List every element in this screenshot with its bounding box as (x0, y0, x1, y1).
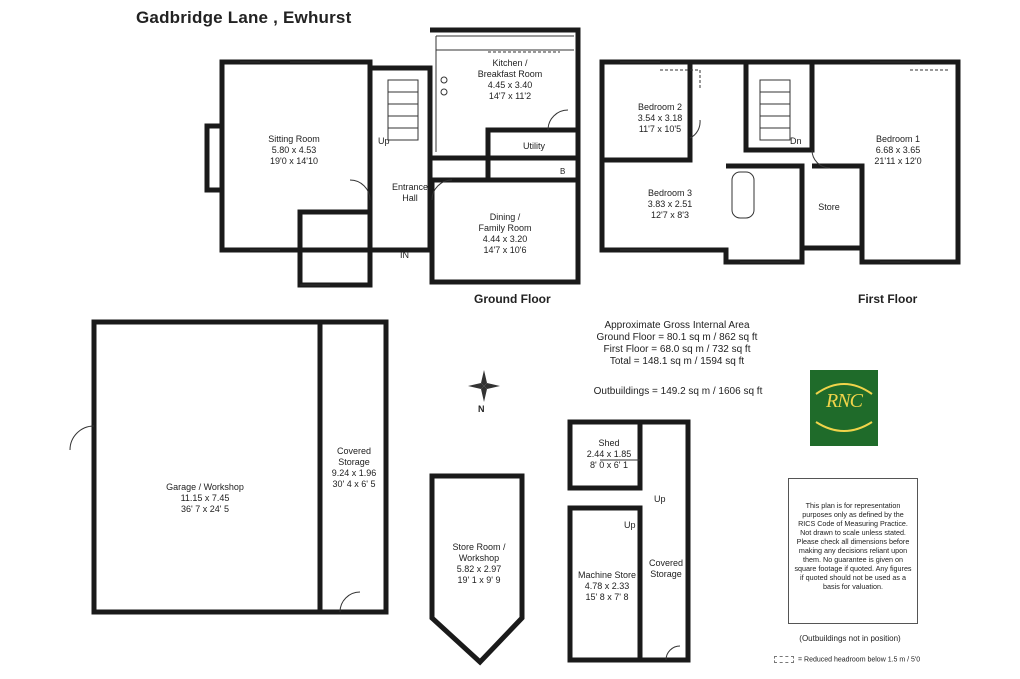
room-imperial: 19' 1 x 9' 9 (457, 575, 501, 585)
room-metric: 11.15 x 7.45 (180, 493, 230, 503)
room-imperial: 8' 0 x 6' 1 (590, 460, 628, 470)
room-metric: 5.82 x 2.97 (456, 564, 502, 574)
entrance-walls (370, 65, 433, 253)
plan-title: Gadbridge Lane , Ewhurst (136, 8, 352, 27)
room-imperial: 14'7 x 11'2 (488, 91, 532, 101)
room-storeroom: Store Room / Workshop 5.82 x 2.97 19' 1 … (446, 542, 512, 586)
room-entrance: Entrance Hall (384, 182, 436, 204)
room-covered-storage-2: Covered Storage (644, 558, 688, 580)
room-garage: Garage / Workshop 11.15 x 7.45 36' 7 x 2… (150, 482, 260, 515)
ground-floor-label: Ground Floor (474, 292, 551, 306)
stairs-up-label-2: Up (654, 494, 666, 504)
room-name: Sitting Room (268, 134, 320, 144)
room-name: Bedroom 1 (875, 134, 921, 144)
area-heading: Approximate Gross Internal Area (604, 320, 750, 331)
bathtub (731, 171, 755, 219)
room-sitting: Sitting Room 5.80 x 4.53 19'0 x 14'10 (262, 134, 326, 167)
first-floor-label: First Floor (858, 292, 918, 306)
stairs-up-label: Up (378, 136, 390, 146)
room-name: Dining / (489, 212, 521, 222)
dining-walls (429, 177, 581, 285)
room-store: Store (818, 202, 840, 212)
room-metric: 2.44 x 1.85 (586, 449, 632, 459)
area-summary: Approximate Gross Internal Area Ground F… (574, 320, 780, 368)
bath-walls (726, 163, 805, 250)
room-metric: 5.80 x 4.53 (271, 145, 317, 155)
room-name: Garage / Workshop (166, 482, 244, 492)
room-bed3: Bedroom 3 3.83 x 2.51 12'7 x 8'3 (640, 188, 700, 221)
landing-walls (743, 62, 815, 153)
room-name: Store Room / (452, 542, 506, 552)
storeroom-walls (429, 473, 525, 666)
room-metric: 4.45 x 3.40 (487, 80, 533, 90)
room-imperial: 14'7 x 10'6 (483, 245, 527, 255)
wc-walls (297, 209, 373, 288)
room-name: Machine Store (577, 570, 637, 580)
room-imperial: 21'11 x 12'0 (874, 156, 922, 166)
room-shed: Shed 2.44 x 1.85 8' 0 x 6' 1 (580, 438, 638, 471)
room-name: Bedroom 3 (647, 188, 693, 198)
room-bed1: Bedroom 1 6.68 x 3.65 21'11 x 12'0 (868, 134, 928, 167)
legend-text: = Reduced headroom below 1.5 m / 5'0 (798, 656, 921, 664)
room-imperial: 36' 7 x 24' 5 (181, 504, 229, 514)
garage-walls (91, 319, 389, 615)
room-name-2: Family Room (478, 223, 532, 233)
logo-text: RNC (826, 390, 863, 412)
room-name-2: Storage (338, 457, 370, 467)
agent-logo: RNC (810, 370, 878, 446)
outbuildings-note: (Outbuildings not in position) (799, 634, 901, 643)
room-name: Covered (648, 558, 684, 568)
store-walls (812, 163, 865, 262)
room-covered-storage-1: Covered Storage 9.24 x 1.96 30' 4 x 6' 5 (326, 446, 382, 490)
area-first: First Floor = 68.0 sq m / 732 sq ft (603, 344, 751, 355)
room-name: Shed (598, 438, 620, 448)
room-metric: 3.54 x 3.18 (637, 113, 683, 123)
room-metric: 4.78 x 2.33 (584, 581, 630, 591)
north-label: N (478, 404, 485, 414)
room-kitchen: Kitchen / Breakfast Room 4.45 x 3.40 14'… (470, 58, 550, 102)
staircase-first (759, 79, 791, 141)
room-metric: 9.24 x 1.96 (331, 468, 377, 478)
room-imperial: 19'0 x 14'10 (270, 156, 318, 166)
room-name: Covered (336, 446, 372, 456)
room-metric: 6.68 x 3.65 (875, 145, 921, 155)
room-machine-store: Machine Store 4.78 x 2.33 15' 8 x 7' 8 (576, 570, 638, 603)
room-name: Entrance (391, 182, 429, 192)
kitchen-walls (430, 27, 581, 161)
bed2-walls (602, 62, 693, 163)
room-name-2: Workshop (458, 553, 500, 563)
dashed-box-icon (774, 656, 794, 663)
room-metric: 4.44 x 3.20 (482, 234, 528, 244)
room-name-2: Storage (650, 569, 682, 579)
boiler-label: B (560, 167, 566, 176)
room-imperial: 12'7 x 8'3 (651, 210, 689, 220)
stairs-down-label: Dn (790, 136, 802, 146)
disclaimer-box: This plan is for representation purposes… (788, 478, 918, 624)
room-imperial: 15' 8 x 7' 8 (585, 592, 629, 602)
stairs-up-label-3: Up (624, 520, 636, 530)
compass-rose (468, 370, 500, 402)
shed-walls (567, 419, 643, 491)
room-name-2: Breakfast Room (477, 69, 543, 79)
entrance-in-label: IN (400, 250, 409, 260)
staircase-ground (387, 79, 419, 141)
area-outbuildings: Outbuildings = 149.2 sq m / 1606 sq ft (593, 386, 763, 397)
room-metric: 3.83 x 2.51 (647, 199, 693, 209)
room-imperial: 30' 4 x 6' 5 (332, 479, 376, 489)
headroom-legend: = Reduced headroom below 1.5 m / 5'0 (774, 656, 920, 663)
room-bed2: Bedroom 2 3.54 x 3.18 11'7 x 10'5 (630, 102, 690, 135)
chimney (204, 123, 222, 193)
room-utility: Utility (523, 141, 545, 151)
area-total: Total = 148.1 sq m / 1594 sq ft (609, 356, 745, 367)
room-dining: Dining / Family Room 4.44 x 3.20 14'7 x … (470, 212, 540, 256)
logo-swoosh-icon (815, 383, 873, 432)
room-name-2: Hall (402, 193, 418, 203)
room-name: Bedroom 2 (637, 102, 683, 112)
room-name: Kitchen / (492, 58, 528, 68)
room-imperial: 11'7 x 10'5 (638, 124, 682, 134)
area-ground: Ground Floor = 80.1 sq m / 862 sq ft (596, 332, 758, 343)
covered2-walls (640, 419, 691, 663)
